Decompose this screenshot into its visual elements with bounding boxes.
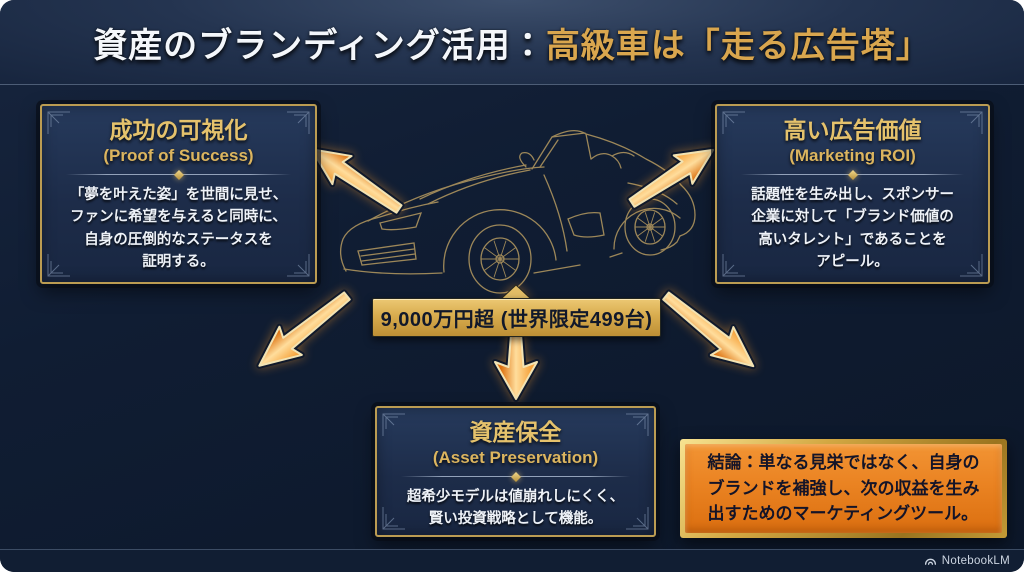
box-body: 話題性を生み出し、スポンサー 企業に対して「ブランド価値の 高いタレント」である… bbox=[751, 187, 954, 271]
box-subtitle: (Asset Preservation) bbox=[432, 447, 599, 467]
box-divider bbox=[401, 476, 630, 477]
conclusion-box-inner: 結論：単なる見栄ではなく、自身の ブランドを補強し、次の収益を生み 出すためのマ… bbox=[685, 444, 1002, 533]
box-title: 高い広告価値 bbox=[783, 117, 922, 143]
box-subtitle: (Proof of Success) bbox=[103, 145, 254, 165]
page-title: 資産のブランディング活用：高級車は「走る広告塔」 bbox=[93, 18, 931, 67]
box-title: 資産保全 bbox=[469, 419, 562, 445]
page-title-plain: 資産のブランディング活用： bbox=[93, 26, 546, 65]
box-marketing-roi: 高い広告価値 (Marketing ROI) 話題性を生み出し、スポンサー 企業… bbox=[715, 104, 990, 284]
corner-ornament-icon bbox=[626, 413, 649, 436]
corner-ornament-icon bbox=[960, 254, 983, 277]
car-illustration bbox=[339, 130, 696, 294]
corner-ornament-icon bbox=[960, 111, 983, 134]
corner-ornament-icon bbox=[382, 507, 405, 530]
corner-ornament-icon bbox=[382, 413, 405, 436]
box-body: 超希少モデルは値崩れしにくく、 賢い投資戦略として機能。 bbox=[406, 489, 625, 528]
header: 資産のブランディング活用：高級車は「走る広告塔」 bbox=[0, 0, 1024, 85]
corner-ornament-icon bbox=[626, 507, 649, 530]
conclusion-box: 結論：単なる見栄ではなく、自身の ブランドを補強し、次の収益を生み 出すためのマ… bbox=[680, 439, 1007, 538]
corner-ornament-icon bbox=[722, 111, 745, 134]
box-body: 「夢を叶えた姿」を世間に見せ、 ファンに希望を与えると同時に、 自身の圧倒的なス… bbox=[69, 187, 288, 271]
box-asset-preservation: 資産保全 (Asset Preservation) 超希少モデルは値崩れしにくく… bbox=[375, 406, 656, 537]
corner-ornament-icon bbox=[722, 254, 745, 277]
box-proof-of-success: 成功の可視化 (Proof of Success) 「夢を叶えた姿」を世間に見せ… bbox=[40, 104, 317, 284]
box-title: 成功の可視化 bbox=[109, 117, 248, 143]
price-badge: 9,000万円超 (世界限定499台) bbox=[372, 298, 661, 337]
conclusion-text: 結論：単なる見栄ではなく、自身の ブランドを補強し、次の収益を生み 出すためのマ… bbox=[707, 452, 980, 524]
corner-ornament-icon bbox=[47, 111, 70, 134]
footer-brand: NotebookLM bbox=[941, 555, 1010, 567]
corner-ornament-icon bbox=[287, 111, 310, 134]
box-divider bbox=[66, 174, 291, 175]
box-subtitle: (Marketing ROI) bbox=[789, 145, 916, 165]
corner-ornament-icon bbox=[47, 254, 70, 277]
page-title-accent: 高級車は「走る広告塔」 bbox=[545, 26, 931, 65]
corner-ornament-icon bbox=[287, 254, 310, 277]
footer: NotebookLM bbox=[0, 549, 1024, 572]
notebooklm-logo-icon bbox=[924, 558, 936, 565]
arrow-down-icon bbox=[492, 331, 540, 402]
box-divider bbox=[741, 174, 964, 175]
